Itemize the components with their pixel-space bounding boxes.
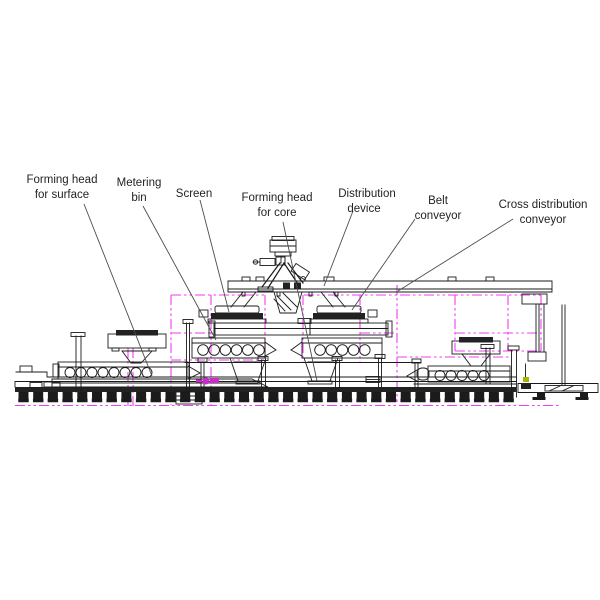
labels: Forming head for surface Metering bin Sc… xyxy=(27,174,588,226)
metering-bin-right xyxy=(451,340,501,355)
label-metering-bin-1: Metering xyxy=(117,177,162,189)
leader-screen xyxy=(199,199,230,313)
screen-box-right xyxy=(309,322,389,336)
label-forming-head-core-2: for core xyxy=(258,207,297,219)
screen-box-left xyxy=(213,322,311,336)
label-belt-conveyor-2: conveyor xyxy=(415,210,462,222)
machinery xyxy=(14,236,600,405)
drive-unit-box xyxy=(175,391,203,405)
forming-head-core-right xyxy=(290,291,393,389)
label-forming-head-surface-2: for surface xyxy=(35,189,89,201)
leader-lines xyxy=(83,199,514,382)
leader-distribution-device xyxy=(323,210,354,287)
label-screen: Screen xyxy=(176,188,212,200)
cross-distribution-conveyor-unit xyxy=(507,304,600,400)
leader-belt-conveyor xyxy=(351,218,416,311)
leader-cross-distribution xyxy=(397,218,514,292)
label-forming-head-core-1: Forming head xyxy=(242,192,313,204)
metering-bin-left xyxy=(107,333,167,349)
forming-head-core-left xyxy=(182,291,312,393)
label-distribution-device-1: Distribution xyxy=(338,188,396,200)
leader-metering-bin xyxy=(142,205,217,341)
forming-head-surface-unit xyxy=(51,330,269,393)
label-cross-distribution-1: Cross distribution xyxy=(499,199,588,211)
label-forming-head-surface-1: Forming head xyxy=(27,174,98,186)
highlighted-component xyxy=(196,377,219,385)
label-distribution-device-2: device xyxy=(347,203,380,215)
sensor-marker xyxy=(523,377,529,382)
forming-head-right-unit xyxy=(406,337,517,385)
label-belt-conveyor-1: Belt xyxy=(428,195,449,207)
label-cross-distribution-2: conveyor xyxy=(520,214,567,226)
label-metering-bin-2: bin xyxy=(131,192,146,204)
leader-forming-head-core xyxy=(282,221,318,382)
belt-conveyor-beam xyxy=(227,276,553,362)
distribution-device-unit xyxy=(252,236,311,314)
leader-forming-head-surface xyxy=(83,203,153,377)
enclosure-mid-lines xyxy=(171,332,541,361)
